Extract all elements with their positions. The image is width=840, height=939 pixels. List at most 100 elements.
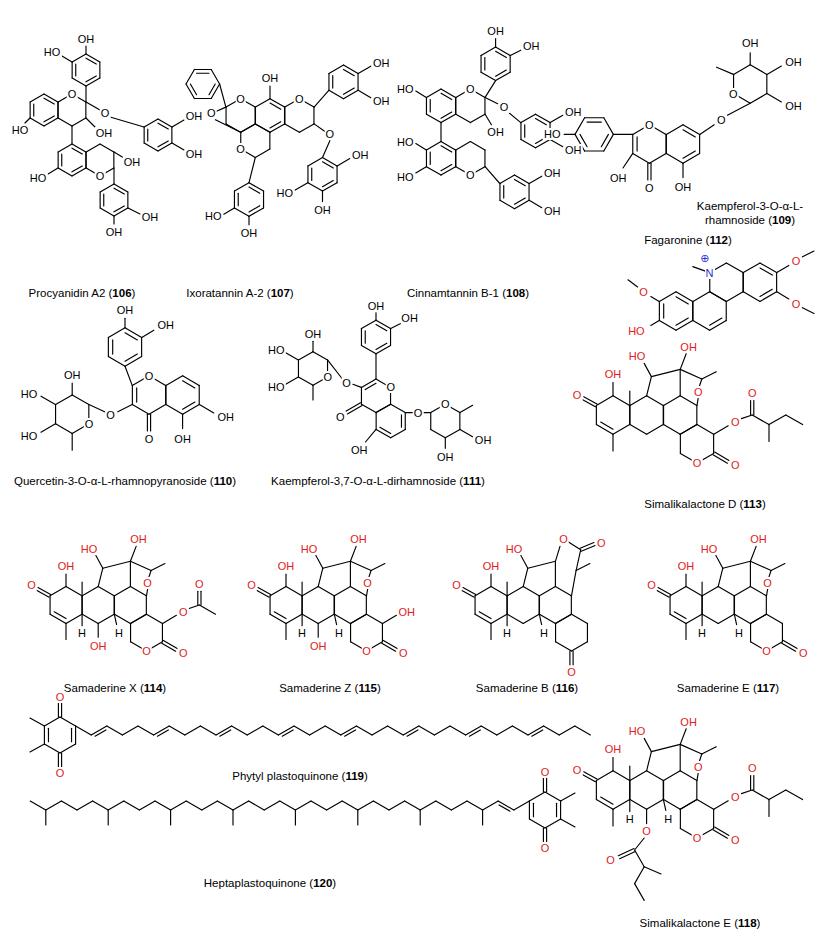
bond-line (86, 58, 96, 64)
bond-line (358, 801, 374, 810)
bond-line (536, 119, 547, 125)
bond-line (346, 403, 361, 411)
atom-label: O (693, 386, 704, 398)
bond-line (584, 772, 597, 779)
bond-line (55, 405, 56, 424)
bond-line (536, 139, 551, 147)
bond-line (132, 385, 133, 404)
bond-line (58, 118, 72, 126)
bond-line (183, 405, 200, 415)
bond-line (151, 564, 165, 571)
bond-line (323, 141, 330, 158)
bond-line (76, 726, 92, 735)
bond-line (308, 158, 323, 166)
bond-line (125, 366, 132, 385)
bond-line (455, 97, 456, 114)
atom-label: H (502, 627, 512, 639)
bond-line (232, 810, 233, 825)
bond-line (350, 623, 351, 641)
bond-line (743, 263, 760, 273)
bond-line (760, 292, 777, 302)
bond-line (539, 596, 540, 614)
bond-line (114, 206, 124, 212)
atom-label: O (178, 647, 189, 659)
bond-line (44, 726, 45, 744)
atom-label: O (692, 457, 703, 469)
bond-line (666, 134, 667, 153)
bond-line (233, 801, 249, 810)
bond-line (515, 179, 526, 185)
bond-line (630, 425, 647, 435)
bond-line (86, 144, 100, 152)
bond-line (469, 730, 480, 736)
bond-line (596, 405, 597, 424)
atom-label: HO (275, 187, 294, 199)
bond-line (294, 726, 310, 735)
bond-line (318, 587, 334, 596)
bond-line (100, 144, 114, 152)
bond-line (147, 414, 148, 431)
bond-line (285, 574, 286, 587)
bond-line (316, 556, 323, 569)
bond-line (241, 124, 256, 132)
bond-line (183, 376, 200, 386)
bond-line (601, 797, 613, 804)
atom-label: OH (349, 533, 368, 545)
bond-line (456, 142, 471, 150)
bond-line (572, 642, 588, 651)
bond-line (41, 424, 55, 432)
bond-line (367, 614, 383, 623)
bond-line (234, 191, 235, 208)
bond-line (649, 154, 666, 164)
bond-line (423, 412, 430, 413)
bond-line (220, 730, 231, 736)
atom-label: O (644, 119, 655, 131)
atom-label: N (705, 267, 715, 279)
atom-label: OH (350, 444, 369, 456)
atom-label: O (566, 666, 577, 678)
bond-line (768, 425, 769, 442)
bond-line (426, 89, 441, 97)
bond-line (628, 280, 638, 287)
atom-label: HO (267, 344, 286, 356)
bond-line (147, 589, 148, 596)
bond-line (165, 385, 166, 404)
bond-line (376, 429, 391, 437)
bond-line (529, 792, 545, 801)
bond-line (561, 793, 575, 801)
bond-line (82, 596, 83, 614)
bond-line (545, 792, 561, 801)
bond-line (361, 320, 376, 328)
compound-caption: Ixoratannin A-2 (107) (186, 286, 293, 300)
bond-line (560, 801, 561, 819)
bond-line (680, 425, 697, 435)
bond-line (86, 54, 100, 62)
bond-line (630, 396, 647, 406)
bond-line (539, 614, 541, 624)
atom-label: OH (240, 227, 259, 239)
bond-line (100, 192, 101, 208)
bond-line (702, 596, 703, 614)
bond-line (750, 561, 751, 586)
bond-line (767, 589, 768, 596)
bond-line (647, 771, 664, 781)
atom-label: OH (784, 56, 803, 68)
bond-line (130, 561, 131, 586)
bond-line (550, 115, 563, 122)
bond-line (382, 623, 383, 641)
bond-line (58, 753, 59, 767)
bond-line (54, 612, 66, 619)
bond-line (269, 132, 270, 149)
bond-line (760, 263, 777, 273)
bond-line (496, 51, 507, 57)
bond-line (441, 146, 452, 152)
atom-label: O (341, 377, 352, 389)
bond-line (375, 354, 376, 379)
bond-line (699, 379, 701, 386)
bond-line (209, 84, 215, 95)
bond-line (312, 341, 313, 352)
bond-line (45, 810, 46, 825)
atom-label: HO (29, 172, 48, 184)
bond-line (249, 208, 264, 216)
atom-label: H (734, 627, 744, 639)
